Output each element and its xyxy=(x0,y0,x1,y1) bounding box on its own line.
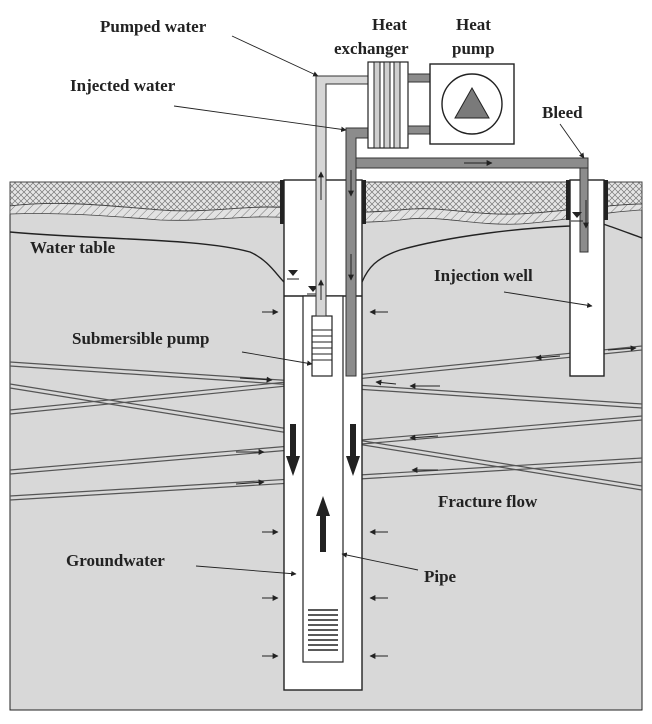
well-cap-right xyxy=(362,180,366,224)
well-flow-arrows xyxy=(286,424,360,552)
groundwater-inflow-arrows xyxy=(262,309,388,659)
submersible-pump xyxy=(311,315,333,377)
pump-ribs xyxy=(312,329,332,361)
injection-water-level xyxy=(571,212,583,222)
label-groundwater: Groundwater xyxy=(66,551,165,570)
screen-slots xyxy=(308,609,338,651)
label-injected-water: Injected water xyxy=(70,76,176,95)
heat-exchanger xyxy=(367,61,409,149)
exchanger-link-top xyxy=(407,73,431,83)
label-fracture-flow: Fracture flow xyxy=(438,492,538,511)
exchanger-link-bottom xyxy=(407,125,431,135)
label-heat-exchanger-1: Heat xyxy=(372,15,407,34)
label-pipe: Pipe xyxy=(424,567,457,586)
label-injection-well: Injection well xyxy=(434,266,533,285)
label-pumped-water: Pumped water xyxy=(100,17,207,36)
label-heat-pump-1: Heat xyxy=(456,15,491,34)
label-submersible-pump: Submersible pump xyxy=(72,329,209,348)
label-water-table: Water table xyxy=(30,238,116,257)
injection-well-pipe xyxy=(579,167,589,253)
injection-cap-right xyxy=(604,180,608,220)
label-heat-pump-2: pump xyxy=(452,39,495,58)
heat-pump-triangle-icon xyxy=(454,86,490,119)
injection-cap-left xyxy=(566,180,570,220)
label-bleed: Bleed xyxy=(542,103,583,122)
leader-lines xyxy=(173,35,593,577)
fracture-flow-arrows xyxy=(235,345,637,486)
well-cap-left xyxy=(280,180,284,224)
pipe-flow-arrows xyxy=(318,160,589,300)
label-heat-exchanger-2: exchanger xyxy=(334,39,409,58)
